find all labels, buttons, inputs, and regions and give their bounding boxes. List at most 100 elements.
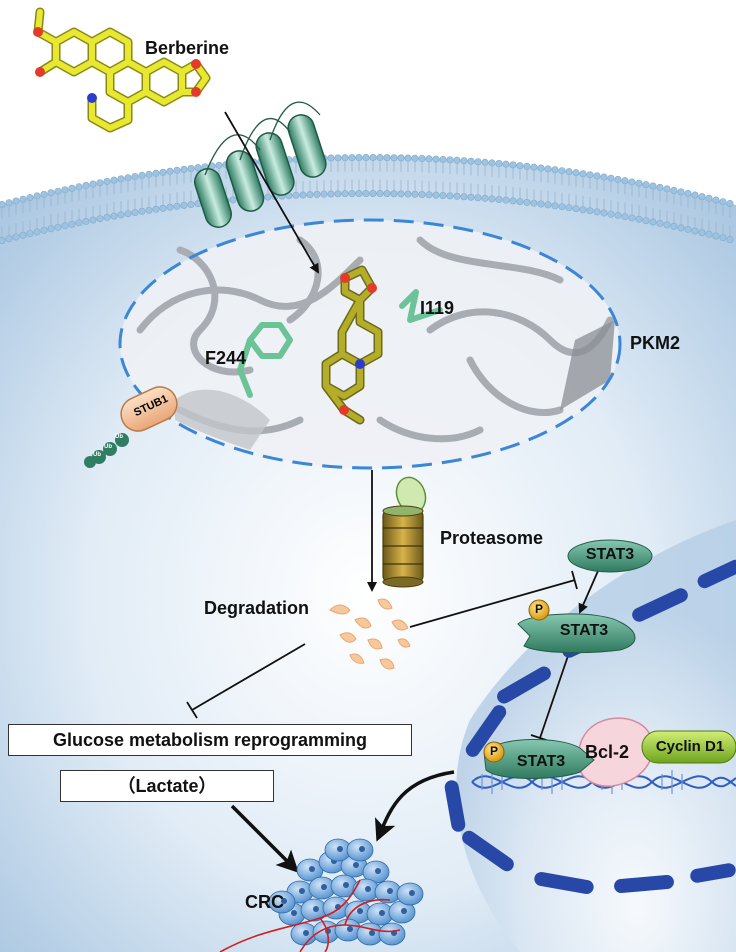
lipid-head: [670, 222, 678, 230]
lipid-head: [5, 235, 13, 243]
lipid-head: [411, 190, 419, 198]
lipid-head: [397, 154, 405, 162]
lipid-head: [677, 188, 685, 196]
lipid-head: [187, 200, 195, 208]
stat3-cytoplasm-shape: [567, 539, 653, 573]
lipid-head: [460, 157, 468, 165]
lipid-head: [726, 199, 734, 207]
lipid-head: [152, 205, 160, 213]
lipid-head: [33, 228, 41, 236]
proteasome: [382, 476, 427, 588]
lipid-head: [131, 173, 139, 181]
lipid-head: [348, 190, 356, 198]
lipid-head: [467, 193, 475, 201]
lipid-head: [600, 209, 608, 217]
lipid-head: [159, 204, 167, 212]
lipid-head: [607, 174, 615, 182]
lipid-head: [355, 154, 363, 162]
tumor-cell-nucleus: [303, 930, 309, 936]
lipid-head: [691, 227, 699, 235]
lipid-head: [33, 192, 41, 200]
i119-label: I119: [420, 298, 455, 318]
tumor-cell-nucleus: [321, 884, 327, 890]
lipid-head: [327, 154, 335, 162]
lipid-head: [705, 230, 713, 238]
lipid-head: [600, 173, 608, 181]
lipid-head: [565, 168, 573, 176]
lipid-head: [54, 223, 62, 231]
crc-label: CRC: [245, 892, 284, 912]
blood-vessel: [344, 898, 391, 926]
lipid-head: [684, 189, 692, 197]
cyclin-d1-label: Cyclin D1: [655, 738, 725, 755]
tumor-cell-nucleus: [409, 890, 415, 896]
lipid-head: [712, 196, 720, 204]
ub-label-3: Ub: [93, 452, 101, 458]
lipid-head: [54, 187, 62, 195]
lipid-head: [705, 194, 713, 202]
ub-label-1: Ub: [115, 434, 123, 440]
lipid-head: [110, 212, 118, 220]
lipid-head: [404, 190, 412, 198]
lipid-head: [467, 157, 475, 165]
transcription-to-crc-arrow: [374, 770, 455, 842]
lipid-head: [61, 222, 69, 230]
lipid-head: [635, 179, 643, 187]
lipid-head: [159, 168, 167, 176]
lipid-head: [502, 196, 510, 204]
lipid-head: [173, 166, 181, 174]
lipid-head: [299, 191, 307, 199]
lipid-head: [544, 201, 552, 209]
lipid-head: [138, 171, 146, 179]
stat3-cytoplasm-label: STAT3: [585, 546, 635, 563]
lipid-head: [348, 154, 356, 162]
lipid-head: [117, 175, 125, 183]
lipid-head: [656, 219, 664, 227]
lipid-head: [474, 194, 482, 202]
lipid-head: [593, 208, 601, 216]
lipid-head: [488, 159, 496, 167]
lipid-head: [523, 198, 531, 206]
lactate-to-crc-arrow: [230, 804, 299, 873]
lipid-head: [166, 167, 174, 175]
lipid-head: [89, 216, 97, 224]
lipid-head: [516, 162, 524, 170]
lipid-head: [572, 205, 580, 213]
lipid-head: [607, 210, 615, 218]
glucose-reprogramming-box: Glucose metabolism reprogramming: [8, 724, 412, 756]
bcl2-protein: [576, 717, 654, 787]
lipid-head: [656, 183, 664, 191]
lipid-head: [614, 211, 622, 219]
lipid-head: [544, 165, 552, 173]
crc-tumor: [219, 838, 424, 952]
tumor-cell-nucleus: [369, 930, 375, 936]
lipid-head: [383, 154, 391, 162]
lipid-head: [89, 180, 97, 188]
degradation-label: Degradation: [204, 598, 310, 618]
lipid-head: [621, 213, 629, 221]
tumor-cell-nucleus: [353, 862, 359, 868]
residue-sticks: [237, 289, 443, 398]
tumor-cell-nucleus: [387, 888, 393, 894]
lipid-head: [502, 160, 510, 168]
lipid-head: [12, 233, 20, 241]
lipid-head: [264, 193, 272, 201]
lipid-head: [726, 235, 734, 243]
lipid-head: [474, 158, 482, 166]
tumor-cell-nucleus: [343, 882, 349, 888]
lipid-head: [488, 195, 496, 203]
lipid-head: [341, 154, 349, 162]
entry-arrow: [224, 111, 320, 274]
lipid-head: [418, 155, 426, 163]
lipid-head: [579, 170, 587, 178]
lipid-head: [376, 190, 384, 198]
stub1-ubiquitin: [84, 386, 178, 468]
blood-vessel: [219, 879, 361, 952]
blood-vessel: [319, 917, 330, 952]
lipid-head: [215, 161, 223, 169]
lipid-head: [439, 191, 447, 199]
lipid-head: [439, 155, 447, 163]
lipid-head: [0, 236, 6, 244]
